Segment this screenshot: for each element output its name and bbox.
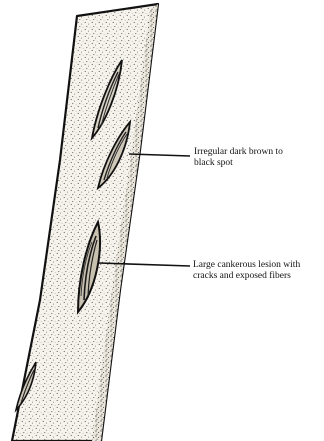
callout-text-line: black spot bbox=[194, 158, 283, 169]
callout-label-cankerous-lesion: Large cankerous lesion with cracks and e… bbox=[193, 260, 300, 282]
callout-text-line: Irregular dark brown to bbox=[194, 147, 283, 158]
callout-text-line: cracks and exposed fibers bbox=[193, 271, 300, 282]
callout-label-dark-spot: Irregular dark brown to black spot bbox=[194, 147, 283, 169]
callout-text-line: Large cankerous lesion with bbox=[193, 260, 300, 271]
